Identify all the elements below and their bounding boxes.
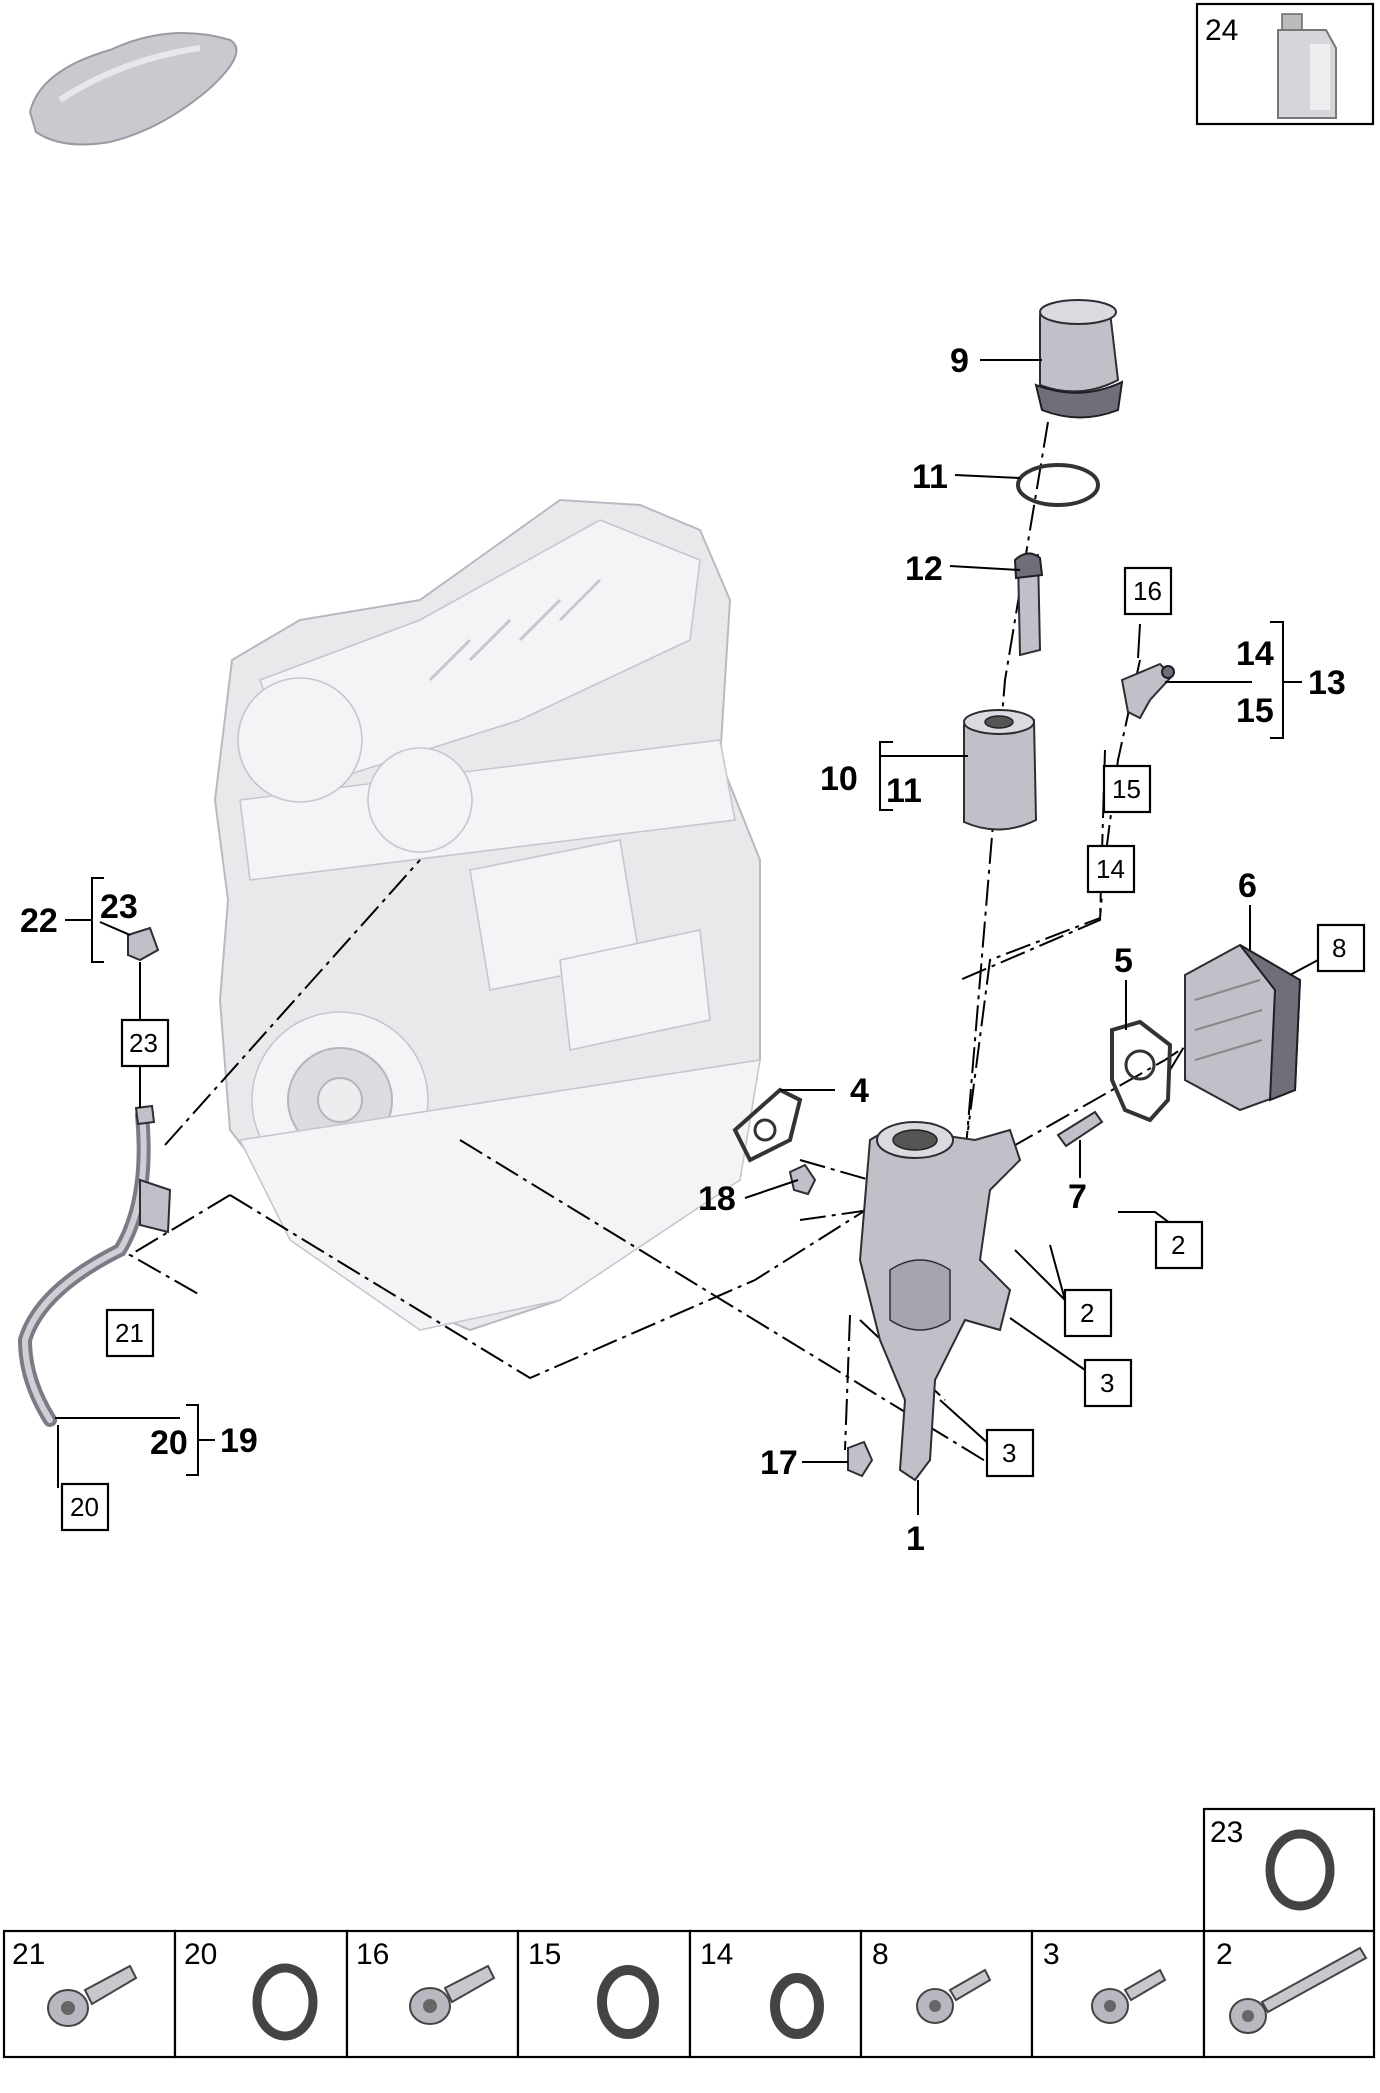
oil-filter-housing: [858, 1121, 1022, 1482]
plug-17: [847, 1440, 874, 1478]
legend-grid: 23 21 20 16: [2, 1807, 1376, 2059]
bolt-part-7: [1056, 1110, 1104, 1148]
callout-4: 4: [850, 1072, 869, 1110]
legend-label: 15: [528, 1938, 561, 1971]
callout-1: 1: [906, 1520, 925, 1558]
seal-part-4: [732, 1087, 803, 1163]
box-15: 15: [1112, 774, 1141, 804]
legend-cell-21: 21: [2, 1929, 177, 2059]
box-2b: 2: [1080, 1298, 1094, 1328]
callout-10: 10: [820, 760, 858, 798]
o-ring-icon: [770, 1973, 824, 2039]
leader-lines: [55, 359, 1319, 1515]
o-ring-icon: [597, 1965, 659, 2039]
callout-18: 18: [698, 1180, 736, 1218]
box-3b: 3: [1002, 1438, 1016, 1468]
legend-cell-16: 16: [345, 1929, 520, 2059]
oil-bottle-icon: [1277, 13, 1337, 119]
callout-15: 15: [1236, 692, 1274, 730]
callout-6: 6: [1238, 867, 1257, 905]
callout-22: 22: [20, 902, 58, 940]
callout-14: 14: [1236, 635, 1274, 673]
legend-cell-20: 20: [173, 1929, 349, 2059]
legend-cell-14: 14: [688, 1929, 863, 2059]
oil-filter-element: [963, 709, 1038, 831]
check-valve: [1013, 552, 1044, 657]
bolt-icon: [916, 1968, 992, 2024]
car-silhouette-icon: [28, 31, 238, 146]
o-ring-icon: [1265, 1829, 1335, 1911]
box-3a: 3: [1100, 1368, 1114, 1398]
box-16: 16: [1133, 576, 1162, 606]
o-ring-part-11: [1016, 463, 1100, 507]
legend-label: 21: [12, 1938, 45, 1971]
callout-5: 5: [1114, 942, 1133, 980]
callout-12: 12: [905, 550, 943, 588]
callout-13: 13: [1308, 664, 1346, 702]
bolt-icon: [47, 1964, 138, 2027]
box-23: 23: [129, 1028, 158, 1058]
legend-label: 8: [872, 1938, 889, 1971]
legend-label: 23: [1210, 1816, 1243, 1849]
dipstick-tube: [17, 1104, 172, 1427]
legend-label: 20: [184, 1938, 217, 1971]
gasket: [1110, 1019, 1173, 1123]
legend-cell-8: 8: [859, 1929, 1034, 2059]
box-20: 20: [70, 1492, 99, 1522]
callout-9: 9: [950, 342, 969, 380]
bolt-icon: [409, 1964, 496, 2025]
legend-label: 16: [356, 1938, 389, 1971]
callouts: 9 11 12 10 11 14 15 13 6 5 7 4 18 17 1 2…: [20, 342, 1346, 1558]
legend-cell-23: 23: [1202, 1807, 1376, 1933]
callout-19-sub: 20: [150, 1424, 188, 1462]
callout-11: 11: [912, 458, 948, 496]
legend-label: 3: [1043, 1938, 1060, 1971]
dipstick-sensor: [127, 926, 160, 962]
legend-label: 14: [700, 1938, 733, 1971]
callout-10-sub: 11: [886, 772, 922, 810]
box-14: 14: [1096, 854, 1125, 884]
legend-cell-15: 15: [516, 1929, 692, 2059]
callout-7: 7: [1068, 1178, 1087, 1216]
box-21: 21: [115, 1318, 144, 1348]
callout-17: 17: [760, 1444, 798, 1482]
box-2a: 2: [1171, 1230, 1185, 1260]
callout-19: 19: [220, 1422, 258, 1460]
legend-cell-2: 2: [1202, 1929, 1376, 2059]
box-8: 8: [1332, 933, 1346, 963]
callout-22-sub: 23: [100, 888, 138, 926]
oil-cooler: [1184, 943, 1302, 1112]
screw-plug-18: [788, 1163, 817, 1196]
oil-bottle-inset: 24: [1195, 2, 1375, 126]
inset-label: 24: [1205, 14, 1238, 47]
legend-cell-3: 3: [1030, 1929, 1206, 2059]
oil-filter-cap: [1034, 299, 1124, 419]
bolt-icon: [1091, 1968, 1167, 2024]
o-ring-icon: [252, 1963, 318, 2041]
engine-block: [213, 498, 761, 1332]
boxed-refs: 16 15 14 8 2 2 3 3 23 21 20: [60, 566, 1366, 1532]
legend-label: 2: [1216, 1938, 1233, 1971]
long-bolt-icon: [1229, 1946, 1368, 2034]
pressure-switch: [1120, 662, 1175, 720]
